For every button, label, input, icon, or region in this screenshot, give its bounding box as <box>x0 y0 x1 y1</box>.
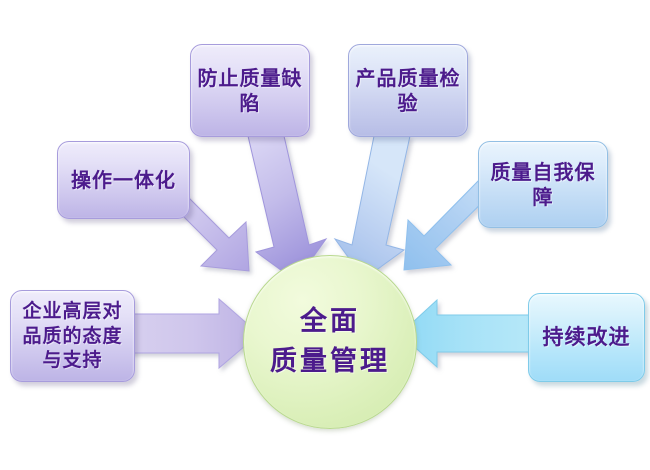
node-operation-integration-label: 操作一体化 <box>71 167 176 192</box>
node-product-inspection[interactable]: 产品质量检验 <box>348 44 468 137</box>
node-continuous-improvement-label: 持续改进 <box>542 325 631 350</box>
node-management-support[interactable]: 企业高层对品质的态度与支持 <box>10 290 135 382</box>
arrow-continuous-improvement <box>399 298 546 369</box>
node-prevent-defects[interactable]: 防止质量缺陷 <box>190 44 310 137</box>
arrow-product-inspection <box>333 135 411 280</box>
node-continuous-improvement[interactable]: 持续改进 <box>528 293 645 382</box>
node-prevent-defects-label: 防止质量缺陷 <box>197 65 303 115</box>
center-node-line-2: 质量管理 <box>270 345 390 377</box>
node-product-inspection-label: 产品质量检验 <box>355 65 461 115</box>
center-node-line-1: 全面 <box>300 305 360 337</box>
node-self-assurance[interactable]: 质量自我保障 <box>478 141 608 228</box>
node-self-assurance-label: 质量自我保障 <box>490 159 596 209</box>
center-node[interactable]: 全面 质量管理 <box>243 255 417 429</box>
node-management-support-label: 企业高层对品质的态度与支持 <box>22 299 123 372</box>
node-operation-integration[interactable]: 操作一体化 <box>57 141 190 219</box>
